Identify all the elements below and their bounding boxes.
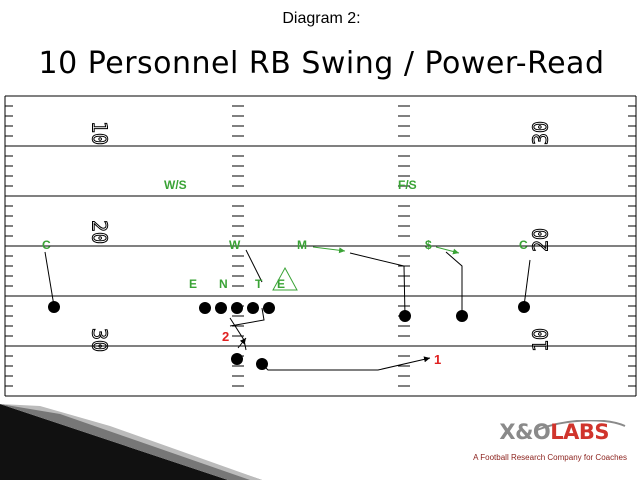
yard-number-left: 30 xyxy=(88,328,112,352)
player-wr-right xyxy=(518,301,530,313)
player-slot-2 xyxy=(456,310,468,322)
defense-labels: W/S F/S C W M $ C E N T E xyxy=(42,178,528,291)
player-lg xyxy=(215,302,227,314)
xo-labs-logo: X&OLABS A Football Research Company for … xyxy=(473,420,627,470)
m-arrow xyxy=(312,246,346,254)
route-qb-arrow xyxy=(237,337,247,349)
route-left-receiver xyxy=(44,251,55,307)
hash-marks xyxy=(5,95,636,397)
route-power-2 xyxy=(229,307,265,327)
defender-fs: F/S xyxy=(398,178,417,192)
route-right-receiver xyxy=(523,259,531,307)
route-qb-2 xyxy=(229,317,247,351)
yard-number-left: 20 xyxy=(88,220,112,244)
route-label-1: 1 xyxy=(434,352,441,367)
route-rb-swing-1 xyxy=(261,356,431,371)
defender-c-right: C xyxy=(519,238,528,252)
route-w-read xyxy=(245,249,263,283)
defender-t: T xyxy=(255,277,263,291)
field-lines xyxy=(4,95,637,397)
defender-ws: W/S xyxy=(164,178,187,192)
diagram-title: 10 Personnel RB Swing / Power-Read xyxy=(38,46,605,81)
route-m-path xyxy=(349,252,406,317)
player-qb xyxy=(231,353,243,365)
player-c xyxy=(231,302,243,314)
route-labels: 2 1 xyxy=(222,329,441,367)
defender-e-left: E xyxy=(189,277,197,291)
yard-number-right: 20 xyxy=(529,228,553,252)
offense-routes xyxy=(44,249,531,371)
offense-players xyxy=(48,301,530,370)
yard-numbers: 10 20 30 30 20 10 xyxy=(87,120,553,352)
player-slot-1 xyxy=(399,310,411,322)
s-arrow xyxy=(435,246,460,255)
defender-s: $ xyxy=(425,238,432,252)
logo-tagline: A Football Research Company for Coaches xyxy=(473,453,627,462)
defender-c-left: C xyxy=(42,238,51,252)
defender-e-right: E xyxy=(277,277,285,291)
player-wr-left xyxy=(48,301,60,313)
diagram-subtitle: Diagram 2: xyxy=(282,10,361,27)
yard-number-right: 10 xyxy=(529,328,553,352)
logo-labs: LABS xyxy=(550,420,609,444)
player-rt xyxy=(263,302,275,314)
logo-wordmark: X&OLABS xyxy=(499,420,609,444)
decorative-swoosh xyxy=(0,404,262,480)
player-rb xyxy=(256,358,268,370)
logo-swoosh-icon xyxy=(536,420,626,431)
defender-w: W xyxy=(229,238,241,252)
defense-movement xyxy=(312,246,460,255)
route-label-2: 2 xyxy=(222,329,229,344)
defender-n: N xyxy=(219,277,228,291)
logo-xo: X&O xyxy=(499,420,551,444)
defensive-end-triangle xyxy=(272,266,298,291)
player-lt xyxy=(199,302,211,314)
defender-m: M xyxy=(297,238,307,252)
player-rg xyxy=(247,302,259,314)
route-slot-receiver xyxy=(445,251,463,316)
yard-number-right: 30 xyxy=(529,121,553,145)
yard-number-left: 10 xyxy=(88,121,112,145)
